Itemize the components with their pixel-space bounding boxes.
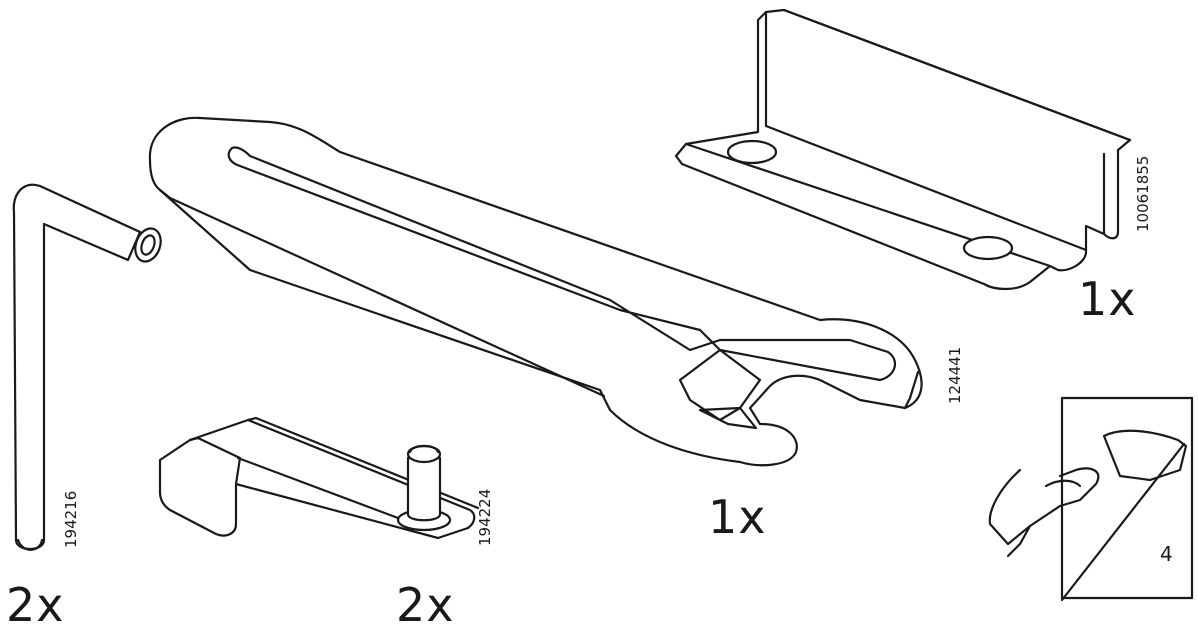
page-turn-illustration [988, 396, 1194, 602]
bracket-pin-illustration [158, 416, 480, 540]
wrench-quantity: 1x [708, 490, 767, 544]
z-bracket-quantity: 1x [1078, 272, 1137, 326]
allen-key-illustration [12, 183, 162, 551]
bracket-pin-part-number: 194224 [476, 488, 494, 546]
page-turn-number: 4 [1160, 542, 1173, 566]
allen-key-part-number: 194216 [62, 490, 80, 548]
z-bracket-part-number: 10061855 [1134, 155, 1152, 232]
wrench-part-number: 124441 [946, 346, 964, 404]
z-bracket-illustration [674, 8, 1132, 291]
allen-key-quantity: 2x [6, 578, 65, 632]
wrench-illustration [148, 116, 923, 467]
bracket-pin-quantity: 2x [396, 578, 455, 632]
